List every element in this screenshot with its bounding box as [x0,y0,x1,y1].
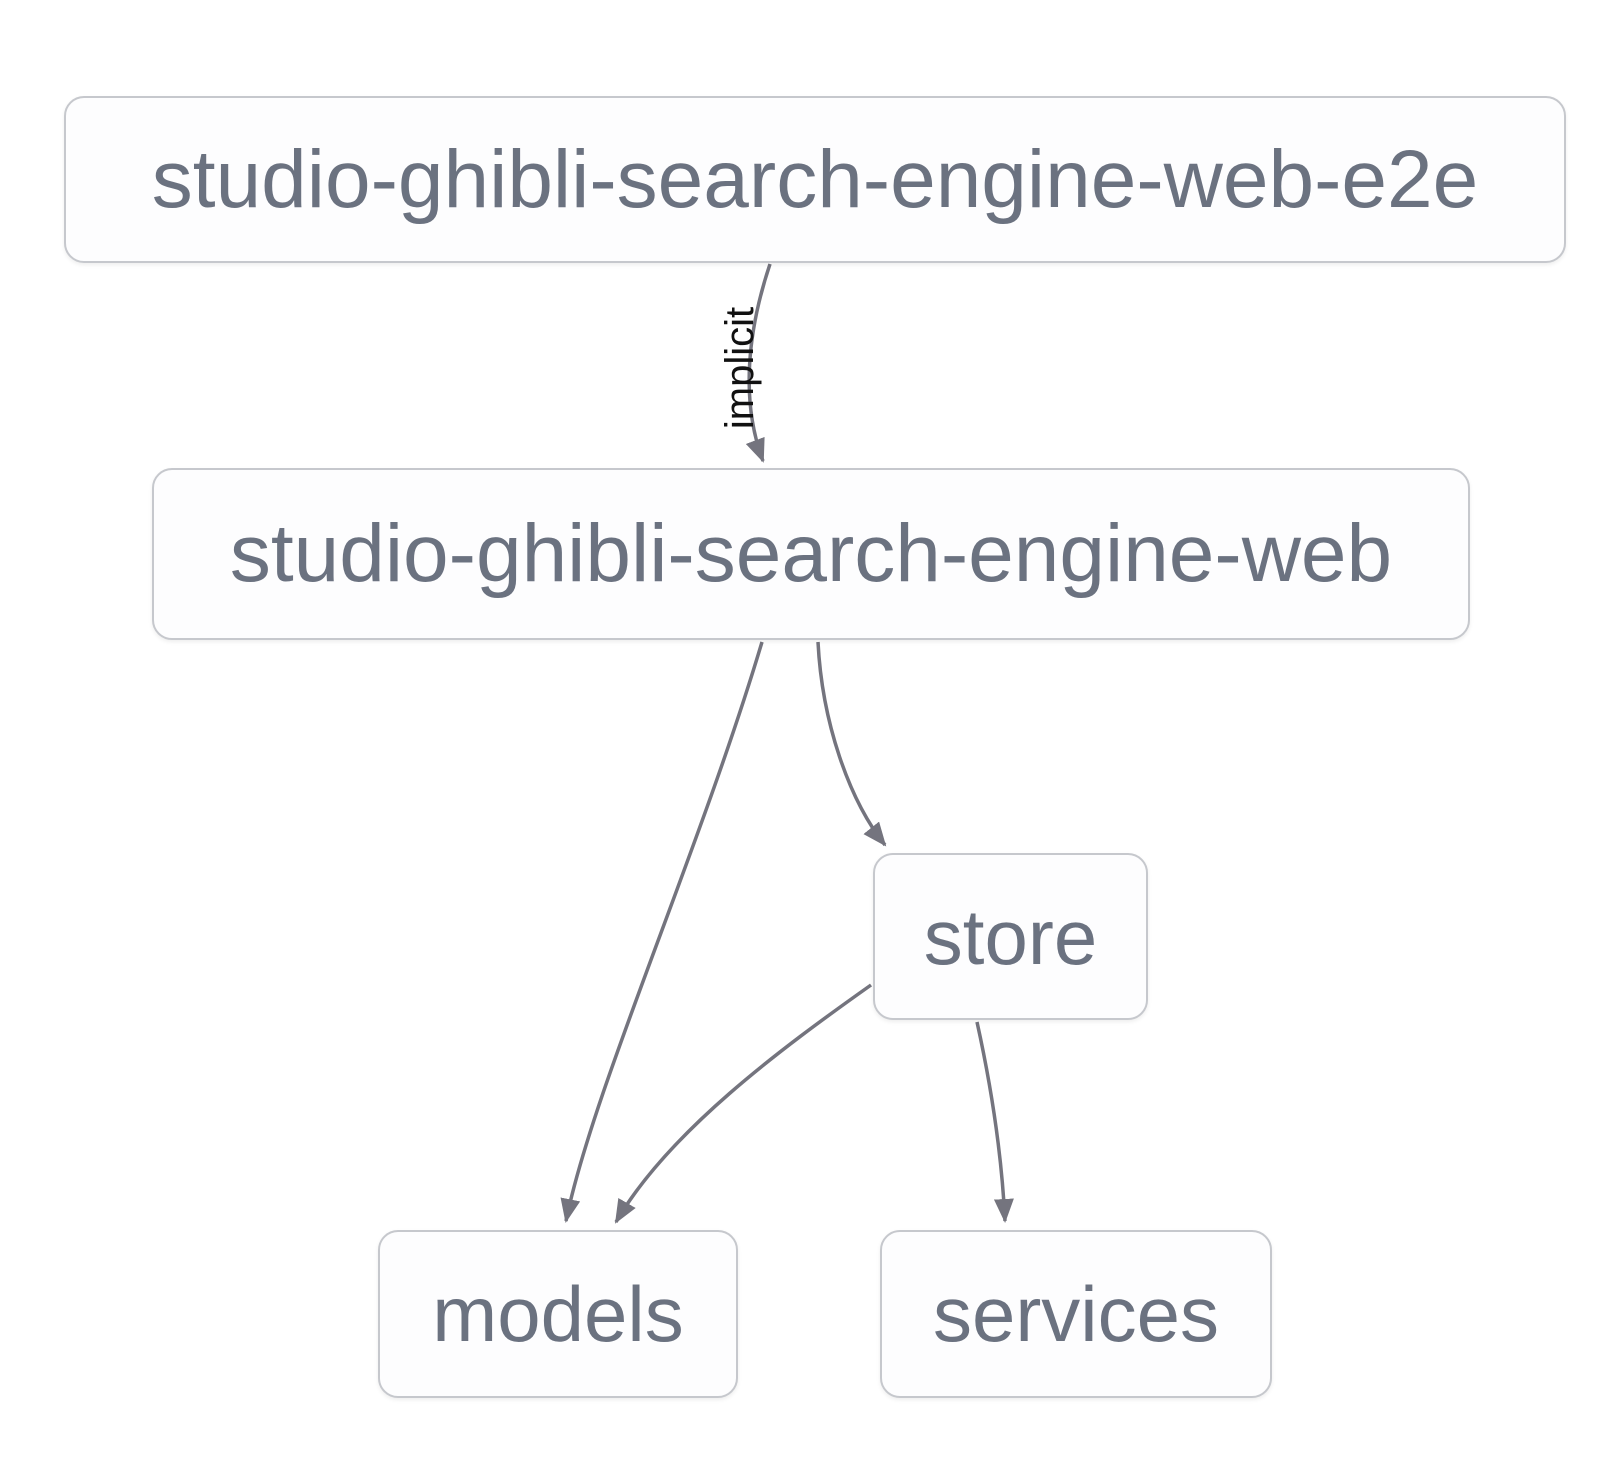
edge-store-to-models [614,983,873,1224]
edge-e2e-to-web [745,263,772,463]
node-label: services [932,1270,1220,1358]
node-studio-ghibli-search-engine-web-e2e[interactable]: studio-ghibli-search-engine-web-e2e [64,96,1566,263]
edge-store-to-services [975,1021,1014,1223]
node-label: models [432,1270,684,1358]
node-store[interactable]: store [873,853,1148,1020]
node-label: store [923,892,1098,981]
node-studio-ghibli-search-engine-web[interactable]: studio-ghibli-search-engine-web [152,468,1470,640]
edge-web-to-store [816,641,887,847]
node-services[interactable]: services [880,1230,1272,1398]
node-models[interactable]: models [378,1230,738,1398]
edge-web-to-models [560,641,764,1223]
edge-label-implicit: implicit [717,306,762,430]
node-label: studio-ghibli-search-engine-web [229,508,1393,599]
node-label: studio-ghibli-search-engine-web-e2e [151,133,1479,225]
